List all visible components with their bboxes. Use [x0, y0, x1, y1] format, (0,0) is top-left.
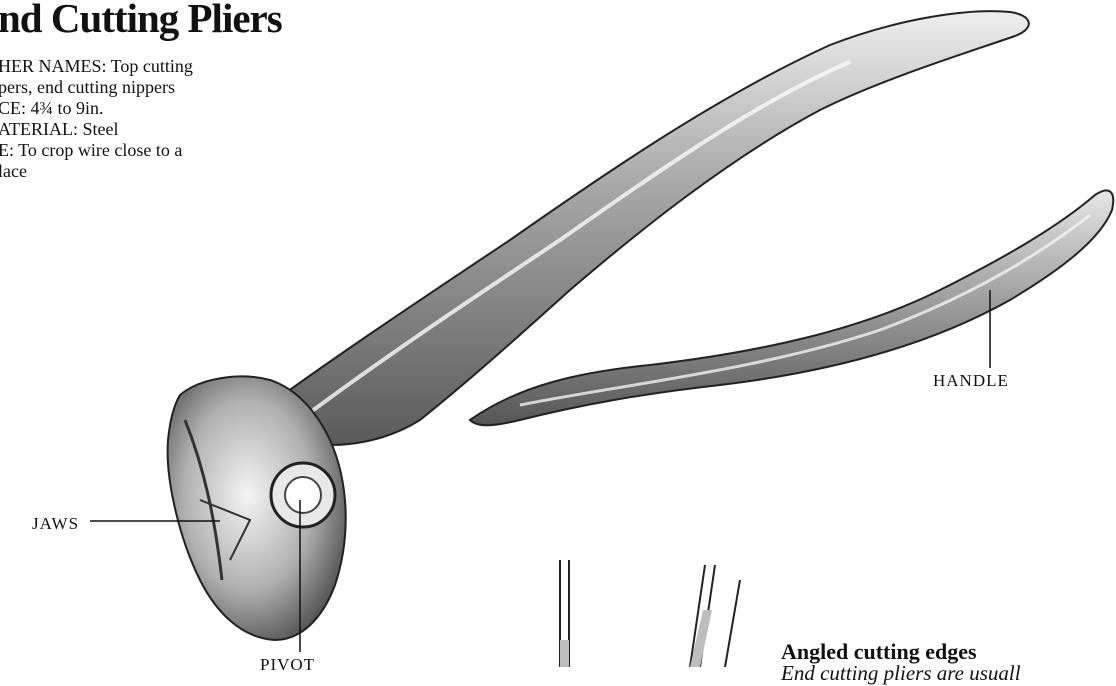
pivot-label: PIVOT: [260, 655, 315, 675]
caption-text: End cutting pliers are usuall: [781, 661, 1021, 686]
pliers-illustration: [0, 0, 1116, 667]
handle-label: HANDLE: [933, 371, 1009, 391]
angled-edge-inset: [560, 560, 740, 667]
jaws-label: JAWS: [32, 514, 79, 534]
